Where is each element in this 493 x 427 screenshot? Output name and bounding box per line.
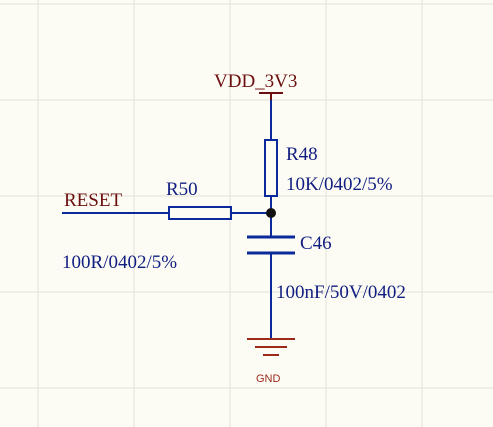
reset-net-label: RESET <box>64 190 122 211</box>
ground-net-label: GND <box>256 373 281 385</box>
power-net-label: VDD_3V3 <box>214 71 297 92</box>
ground-symbol-icon: GND <box>247 338 295 385</box>
c46-designator: C46 <box>300 233 332 254</box>
junction-dot <box>266 208 276 218</box>
power-port-vdd: VDD_3V3 <box>214 71 297 100</box>
resistor-r50: R50 100R/0402/5% <box>62 179 232 273</box>
c46-value: 100nF/50V/0402 <box>276 282 406 303</box>
r48-value: 10K/0402/5% <box>286 174 393 195</box>
capacitor-c46: C46 100nF/50V/0402 <box>247 233 406 303</box>
r50-designator: R50 <box>166 179 198 200</box>
resistor-r48: R48 10K/0402/5% <box>264 139 393 197</box>
r50-value: 100R/0402/5% <box>62 252 177 273</box>
reset-net: RESET <box>62 190 169 214</box>
r48-designator: R48 <box>286 144 318 165</box>
